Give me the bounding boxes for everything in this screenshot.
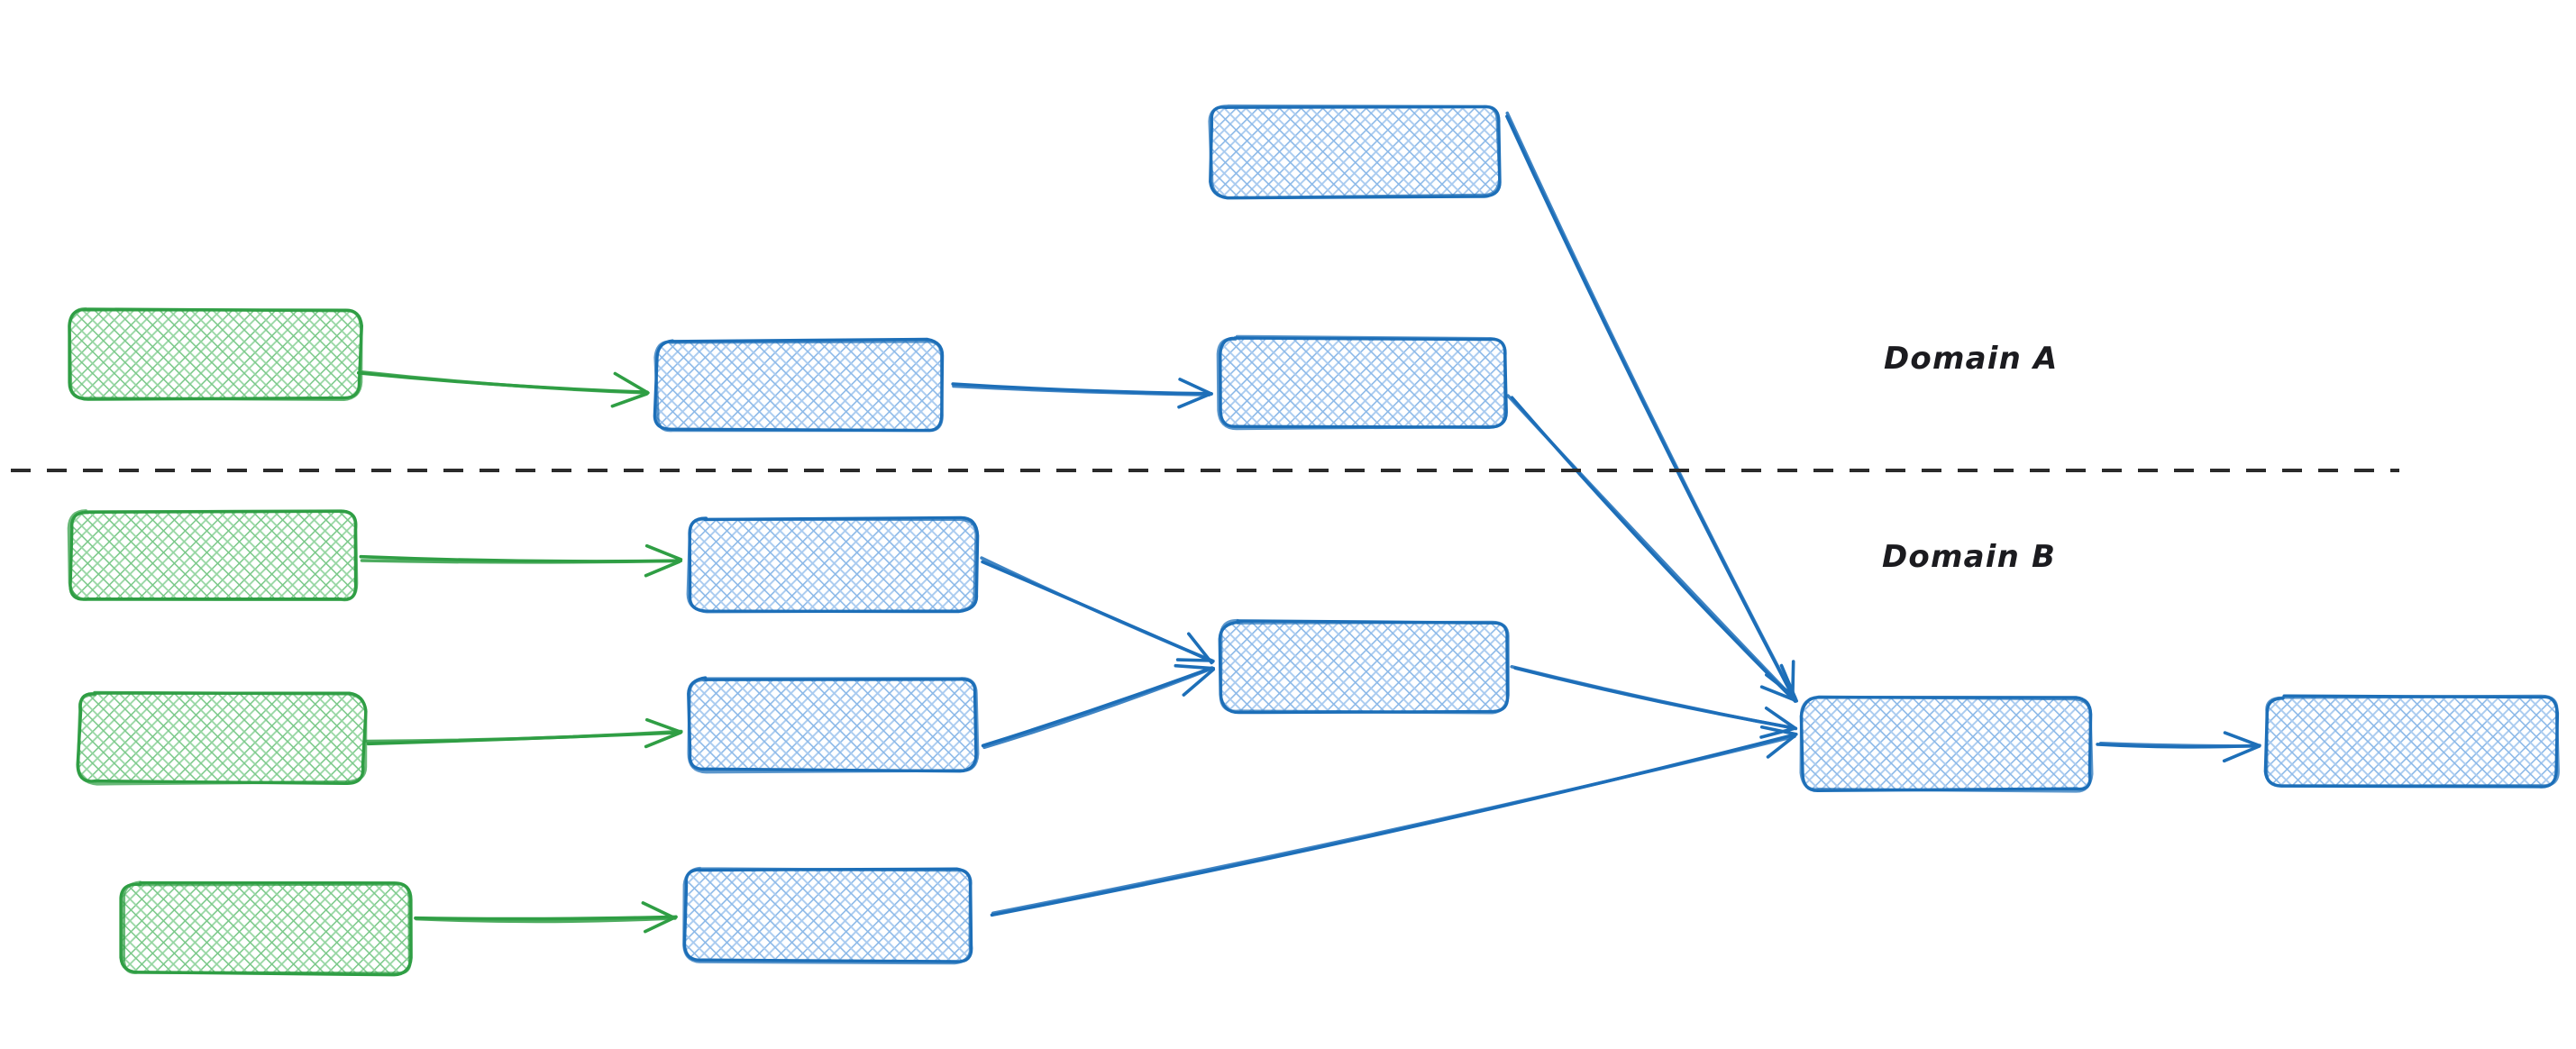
domain-b-label: Domain B: [1882, 539, 2057, 575]
edge-e9: [981, 663, 1215, 750]
node-layer: [67, 103, 2561, 977]
node-b-src-3[interactable]: [119, 880, 415, 977]
node-a-src-1[interactable]: [67, 306, 364, 403]
node-b-sink[interactable]: [1799, 695, 2095, 794]
edge-e4: [1506, 394, 1798, 703]
node-a-proc-3[interactable]: [1207, 103, 1503, 200]
node-b-out[interactable]: [2263, 693, 2561, 790]
edge-e10: [1510, 665, 1798, 739]
node-b-src-2[interactable]: [76, 690, 368, 786]
node-b-proc-1[interactable]: [686, 515, 980, 614]
edge-e5: [359, 543, 683, 578]
edge-e12: [2096, 731, 2261, 763]
edge-layer: [356, 111, 2261, 934]
node-b-proc-2[interactable]: [686, 675, 980, 774]
edge-e6: [365, 717, 683, 749]
node-a-proc-1[interactable]: [653, 337, 946, 434]
edge-e1: [356, 370, 650, 408]
edge-e2: [951, 378, 1213, 409]
edge-e11: [990, 725, 1798, 917]
node-a-proc-2[interactable]: [1216, 334, 1510, 432]
edge-e7: [414, 901, 678, 934]
edge-e3: [1505, 111, 1797, 699]
node-b-proc-3[interactable]: [681, 866, 975, 965]
domain-a-label: Domain A: [1884, 341, 2059, 377]
edge-e8: [980, 556, 1215, 665]
node-b-proc-4[interactable]: [1218, 618, 1512, 716]
node-b-src-1[interactable]: [67, 508, 361, 604]
